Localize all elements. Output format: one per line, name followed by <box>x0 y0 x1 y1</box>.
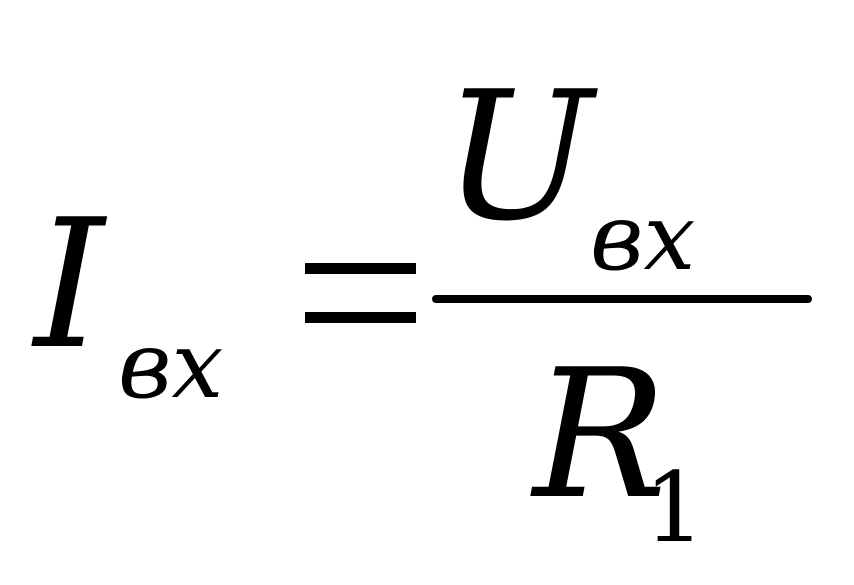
input-voltage-symbol: U <box>443 53 594 260</box>
resistance-subscript: 1 <box>644 452 706 564</box>
input-current-symbol: I <box>34 181 105 388</box>
input-voltage-subscript: вх <box>590 184 696 291</box>
equals-sign-bottom-bar <box>305 312 416 323</box>
equals-sign <box>305 263 416 323</box>
input-current-subscript: вх <box>118 312 224 419</box>
fraction-bar <box>432 295 812 303</box>
equals-sign-top-bar <box>305 263 416 274</box>
resistance-symbol: R <box>533 331 668 538</box>
